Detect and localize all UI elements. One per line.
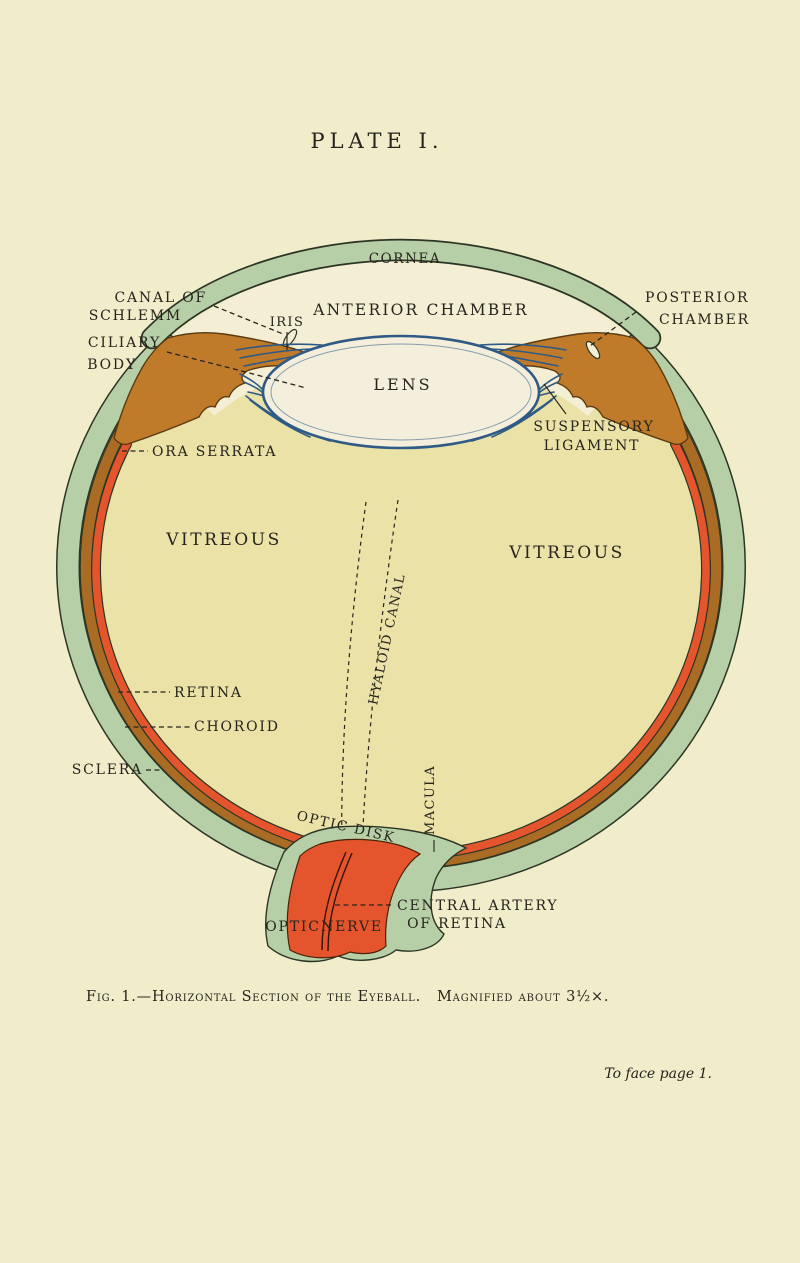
figure-caption-main: Fig. 1.—Horizontal Section of the Eyebal… [86,989,421,1005]
label-retina: RETINA [174,685,243,701]
label-posterior-chamber-line2: CHAMBER [659,312,750,328]
figure-caption-magnification: Magnified about 3½×. [437,989,609,1005]
label-optic-nerve-word1: OPTIC [265,919,320,935]
ciliary-body-leader [166,351,307,389]
plate-title: PLATE I. [310,129,443,153]
label-macula: MACULA [423,765,438,835]
canal-of-schlemm-leader [213,305,284,335]
central-artery-line-2 [327,852,353,952]
label-lens: LENS [373,375,432,394]
label-central-artery-line2: OF RETINA [407,916,507,932]
label-anterior-chamber: ANTERIOR CHAMBER [312,301,529,319]
central-artery-line-1 [321,851,347,951]
label-ciliary-body-line2: BODY [87,357,137,373]
label-vitreous-left: VITREOUS [165,530,281,550]
label-canal-of-schlemm-line2: SCHLEMM [89,308,182,324]
label-vitreous-right: VITREOUS [508,543,624,563]
label-suspensory-ligament-line2: LIGAMENT [544,438,641,454]
label-ciliary-body-line1: CILIARY [88,335,161,351]
label-suspensory-ligament-line1: SUSPENSORY [533,419,654,435]
lens-inner-contour [270,343,532,441]
label-posterior-chamber-line1: POSTERIOR [645,290,749,306]
lens-shape [261,334,541,450]
figure-caption: Fig. 1.—Horizontal Section of the Eyebal… [86,989,609,1005]
footer-note: To face page 1. [604,1066,712,1082]
label-iris: IRIS [270,315,305,330]
label-optic-nerve-word2: NERVE [321,919,383,935]
label-cornea: CORNEA [369,251,442,267]
optic-nerve-trunk [286,838,422,959]
vitreous-body [100,288,702,852]
label-central-artery-line1: CENTRAL ARTERY [397,898,558,914]
label-canal-of-schlemm-line1: CANAL OF [114,290,207,306]
posterior-chamber-leader [589,311,637,347]
label-ora-serrata: ORA SERRATA [152,444,277,460]
label-sclera: SCLERA [72,762,143,778]
hyaloid-canal-line-right [361,499,399,849]
cornea-shape [142,240,660,348]
suspensory-ligament-leader [543,383,567,415]
label-choroid: CHOROID [194,719,280,735]
canal-of-schlemm-right [585,340,601,360]
